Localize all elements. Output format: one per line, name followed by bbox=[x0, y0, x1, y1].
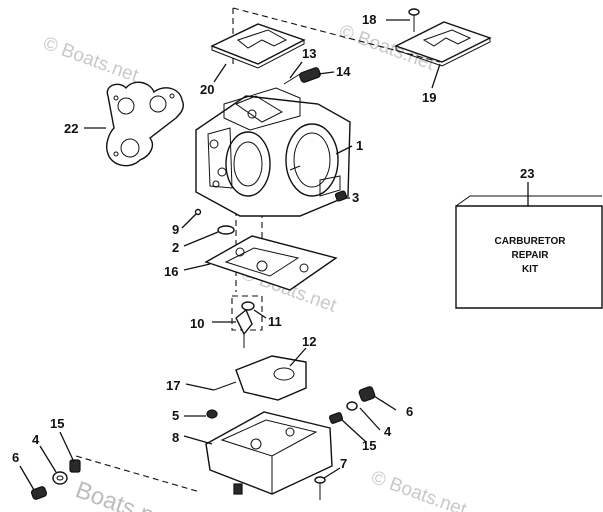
callout-12: 12 bbox=[302, 334, 316, 349]
part-17-hinge-pin bbox=[213, 381, 237, 391]
kit-label-line1: CARBURETOR bbox=[495, 236, 567, 247]
callout-1: 1 bbox=[356, 138, 363, 153]
callout-4-right: 4 bbox=[384, 424, 392, 439]
part-12-float bbox=[235, 355, 307, 401]
callout-14: 14 bbox=[336, 64, 351, 79]
kit-label-line3: KIT bbox=[522, 264, 538, 275]
part-13-pin bbox=[283, 73, 301, 85]
callout-18: 18 bbox=[362, 12, 376, 27]
callout-6-left: 6 bbox=[12, 450, 19, 465]
part-6-plug-left bbox=[30, 486, 48, 500]
part-8-float-bowl bbox=[205, 411, 333, 495]
callout-6-right: 6 bbox=[406, 404, 413, 419]
part-11-washer bbox=[241, 301, 255, 311]
callout-15-right: 15 bbox=[362, 438, 376, 453]
callout-20: 20 bbox=[200, 82, 214, 97]
callout-17: 17 bbox=[166, 378, 180, 393]
part-5-screw bbox=[206, 409, 218, 419]
part-22-gasket bbox=[105, 81, 185, 167]
callout-11: 11 bbox=[268, 314, 282, 329]
part-19-cover-plate bbox=[394, 21, 492, 67]
part-9-ball bbox=[194, 208, 202, 216]
part-18-screw bbox=[408, 8, 420, 32]
part-1-carburetor-body bbox=[195, 87, 351, 217]
callout-8: 8 bbox=[172, 430, 179, 445]
part-3-screw bbox=[334, 190, 348, 202]
part-16-gasket bbox=[204, 235, 338, 291]
part-10-needle-valve bbox=[235, 308, 253, 348]
leader-lines bbox=[19, 19, 529, 491]
callout-9: 9 bbox=[172, 222, 179, 237]
part-23-repair-kit-box: CARBURETOR REPAIR KIT bbox=[455, 195, 603, 309]
callout-5: 5 bbox=[172, 408, 179, 423]
callout-23: 23 bbox=[520, 166, 534, 181]
part-6-plug-right bbox=[358, 386, 376, 402]
kit-label-line2: REPAIR bbox=[511, 250, 549, 261]
part-4-gasket-left bbox=[52, 471, 68, 485]
callout-19: 19 bbox=[422, 90, 436, 105]
callout-7: 7 bbox=[340, 456, 347, 471]
callouts: 1 2 3 4 4 5 6 6 7 8 9 10 11 12 13 14 15 … bbox=[12, 12, 534, 471]
watermark-bottom-right: © Boats.net bbox=[368, 467, 469, 512]
callout-10: 10 bbox=[190, 316, 204, 331]
watermark-bottom-left: Boats.net bbox=[72, 476, 177, 512]
callout-2: 2 bbox=[172, 240, 179, 255]
part-15-jet-left bbox=[69, 459, 81, 473]
part-15-jet-right bbox=[328, 412, 344, 424]
callout-15-left: 15 bbox=[50, 416, 64, 431]
part-2-o-ring bbox=[217, 225, 235, 235]
callout-22: 22 bbox=[64, 121, 78, 136]
part-20-cover-plate bbox=[210, 23, 306, 69]
callout-13: 13 bbox=[302, 46, 316, 61]
callout-3: 3 bbox=[352, 190, 359, 205]
callout-16: 16 bbox=[164, 264, 178, 279]
watermark-top-left: © Boats.net bbox=[40, 33, 141, 87]
part-14-fitting bbox=[299, 67, 321, 83]
part-7-screw bbox=[314, 476, 326, 500]
part-4-gasket-right bbox=[346, 401, 358, 411]
callout-4-left: 4 bbox=[32, 432, 40, 447]
